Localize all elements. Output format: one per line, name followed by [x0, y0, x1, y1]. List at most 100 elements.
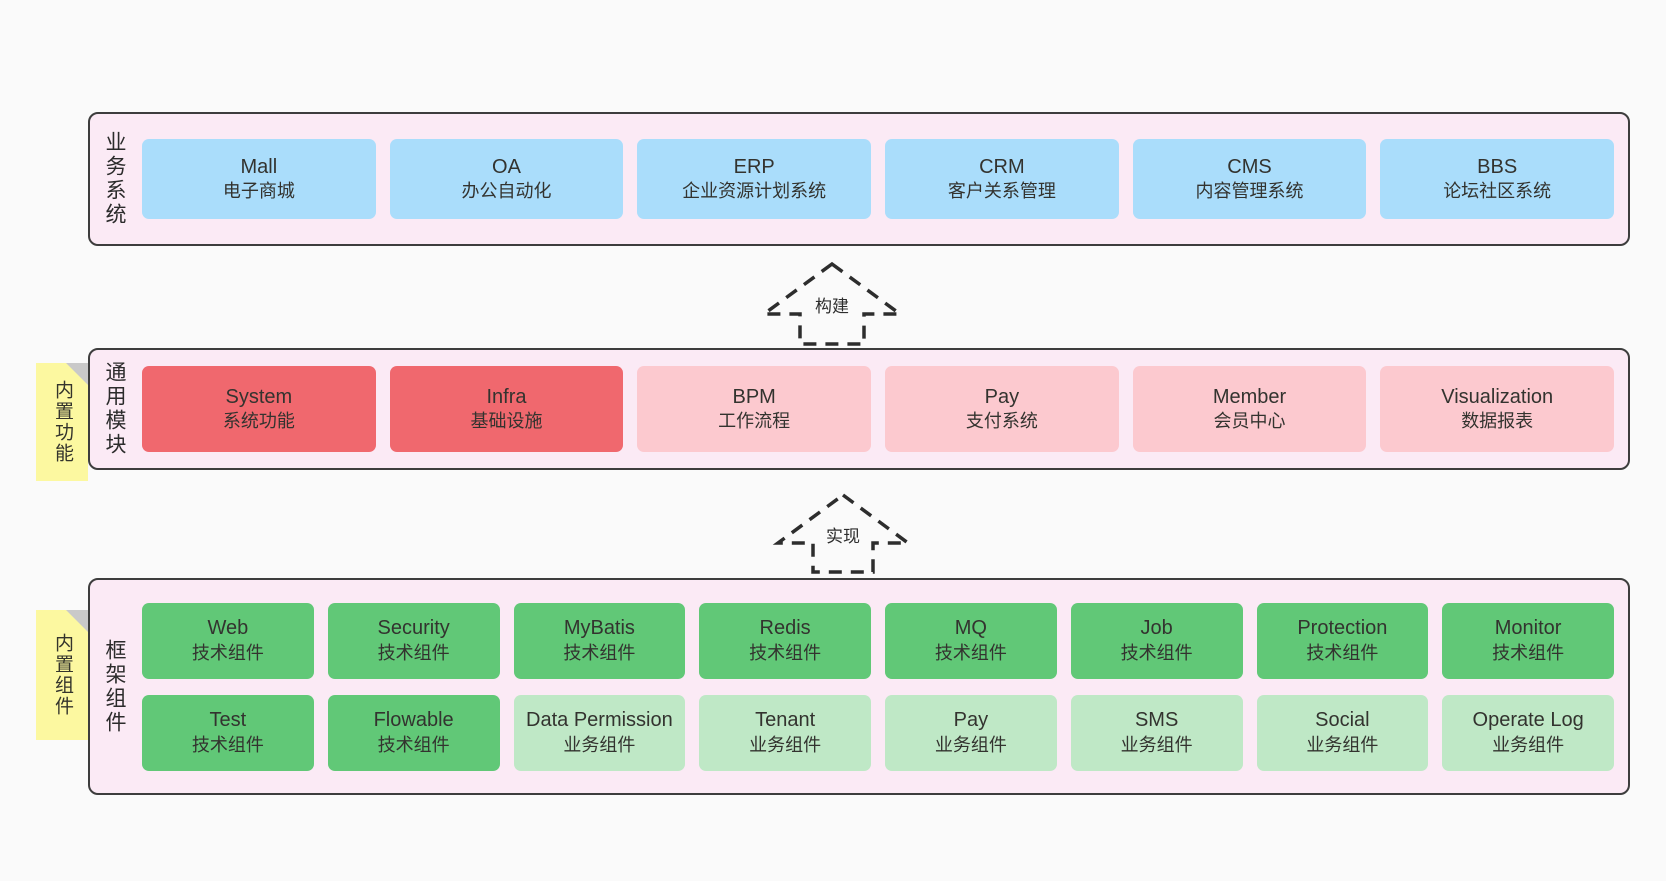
card-subtitle-cn: 论坛社区系统: [1443, 181, 1552, 202]
layer-business-systems-title: 业务系统: [103, 131, 127, 227]
sticky-note-builtin-functions-label: 内置功能: [51, 380, 73, 464]
sticky-note-builtin-components-label: 内置组件: [51, 633, 73, 717]
common-module-card[interactable]: System 系统功能: [142, 366, 376, 452]
card-subtitle-cn: 基础设施: [470, 411, 543, 432]
connector-build-label: 构建: [812, 292, 852, 317]
card-title-en: Flowable: [373, 709, 454, 732]
card-title-en: Social: [1315, 709, 1370, 732]
card-subtitle-cn: 数据报表: [1461, 411, 1534, 432]
card-title-en: Pay: [953, 709, 989, 732]
card-subtitle-cn: 技术组件: [1306, 642, 1379, 663]
card-subtitle-cn: 办公自动化: [461, 181, 552, 202]
connector-implement-label: 实现: [823, 522, 863, 547]
card-title-en: Pay: [984, 385, 1020, 408]
card-title-en: Job: [1140, 617, 1173, 640]
card-title-en: SMS: [1134, 709, 1179, 732]
card-subtitle-cn: 技术组件: [377, 734, 450, 755]
card-title-en: BPM: [732, 385, 776, 408]
card-title-en: Test: [209, 709, 247, 732]
card-title-en: Web: [207, 617, 249, 640]
card-title-en: System: [225, 385, 293, 408]
sticky-note-builtin-components: 内置组件: [36, 610, 88, 740]
card-title-en: OA: [492, 155, 521, 178]
card-subtitle-cn: 工作流程: [718, 411, 791, 432]
card-title-en: Visualization: [1441, 385, 1554, 408]
card-title-en: Mall: [240, 155, 278, 178]
card-subtitle-cn: 业务组件: [563, 734, 636, 755]
common-module-card[interactable]: Pay 支付系统: [885, 366, 1119, 452]
card-subtitle-cn: 内容管理系统: [1195, 181, 1304, 202]
card-subtitle-cn: 业务组件: [749, 734, 822, 755]
card-title-en: Tenant: [755, 709, 816, 732]
card-title-en: Infra: [486, 385, 527, 408]
card-title-en: BBS: [1477, 155, 1518, 178]
business-system-card[interactable]: OA 办公自动化: [389, 139, 624, 219]
card-title-en: CRM: [979, 155, 1025, 178]
card-subtitle-cn: 业务组件: [1492, 734, 1565, 755]
card-title-en: ERP: [733, 155, 775, 178]
layer-common-modules-title: 通用模块: [103, 361, 127, 457]
connector-implement: 实现: [768, 490, 918, 576]
common-module-card[interactable]: Infra 基础设施: [389, 366, 624, 452]
card-subtitle-cn: 技术组件: [749, 642, 822, 663]
common-module-card[interactable]: Member 会员中心: [1132, 366, 1367, 452]
layer-common-modules: 通用模块 System 系统功能 Infra 基础设施 BPM 工作流程 Pay 支付系统 Me…: [88, 348, 1630, 470]
card-title-en: Monitor: [1494, 617, 1562, 640]
card-subtitle-cn: 业务组件: [1120, 734, 1193, 755]
sticky-note-builtin-functions: 内置功能: [36, 363, 88, 481]
business-system-card[interactable]: ERP 企业资源计划系统: [637, 139, 872, 219]
common-module-card[interactable]: Visualization 数据报表: [1380, 366, 1615, 452]
card-subtitle-cn: 企业资源计划系统: [682, 181, 827, 202]
card-title-en: Security: [377, 617, 450, 640]
card-subtitle-cn: 支付系统: [965, 411, 1038, 432]
card-subtitle-cn: 技术组件: [377, 642, 450, 663]
card-subtitle-cn: 技术组件: [191, 734, 264, 755]
card-subtitle-cn: 客户关系管理: [947, 181, 1056, 202]
card-subtitle-cn: 会员中心: [1213, 411, 1286, 432]
business-system-card[interactable]: BBS 论坛社区系统: [1380, 139, 1615, 219]
card-title-en: Data Permission: [526, 709, 673, 732]
card-title-en: Operate Log: [1472, 709, 1584, 732]
card-subtitle-cn: 业务组件: [1306, 734, 1379, 755]
card-subtitle-cn: 系统功能: [222, 411, 295, 432]
common-module-card[interactable]: BPM 工作流程: [637, 366, 872, 452]
card-subtitle-cn: 技术组件: [191, 642, 264, 663]
card-subtitle-cn: 技术组件: [1120, 642, 1193, 663]
layer-framework-components-title: 框架组件: [103, 638, 127, 735]
business-system-card[interactable]: CMS 内容管理系统: [1132, 139, 1367, 219]
business-system-card[interactable]: CRM 客户关系管理: [885, 139, 1119, 219]
card-subtitle-cn: 技术组件: [563, 642, 636, 663]
connector-build-arrow: [758, 261, 906, 346]
card-title-en: MQ: [954, 617, 987, 640]
card-subtitle-cn: 业务组件: [934, 734, 1007, 755]
card-subtitle-cn: 技术组件: [1492, 642, 1565, 663]
card-subtitle-cn: 技术组件: [934, 642, 1007, 663]
card-title-en: CMS: [1227, 155, 1272, 178]
connector-build: 构建: [752, 258, 912, 348]
card-title-en: Protection: [1297, 617, 1388, 640]
card-title-en: Member: [1212, 385, 1287, 408]
